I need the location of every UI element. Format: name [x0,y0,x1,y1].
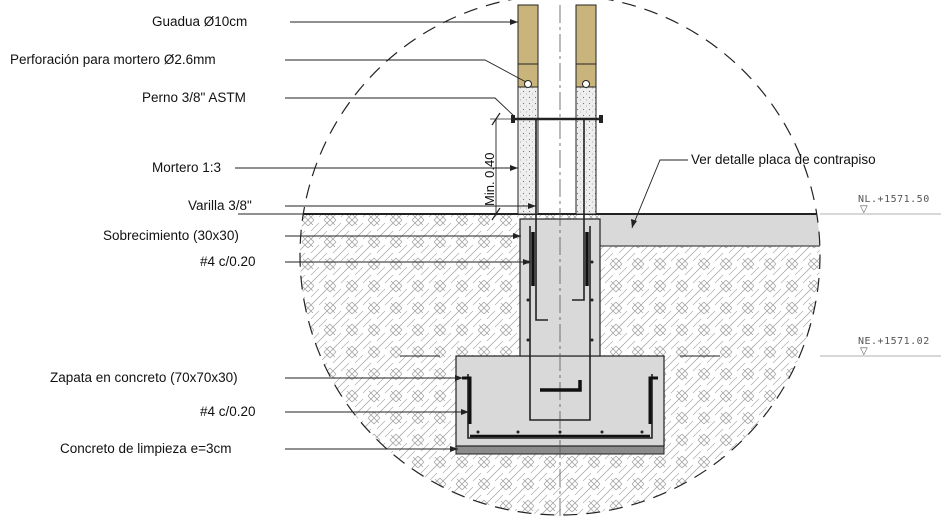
mortar-hole-right [582,80,590,88]
label-ref-4-upper: #4 c/0.20 [200,254,256,269]
footing-rebar-hook-right [648,376,658,424]
footing-rebar [467,374,653,439]
label-perforacion: Perforación para mortero Ø2.6mm [10,52,216,67]
leader-lines [235,21,688,450]
mortar-hole-left [524,80,532,88]
label-detalle-placa: Ver detalle placa de contrapiso [691,152,876,167]
dimension-tick-bottom [491,207,501,221]
label-zapata: Zapata en concreto (70x70x30) [50,370,238,385]
detail-circle [299,0,821,516]
footing-rebar-hook-left [462,376,472,424]
column-rebar-base [540,380,582,392]
level-lower-label: NE.+1571.02 [858,336,930,347]
dowel-left [535,119,548,321]
guadua-left-top [517,4,539,88]
bolt-nut-right [599,115,603,123]
floor-slab [600,214,820,246]
label-varilla: Varilla 3/8" [188,198,252,213]
dimension-min-height: Min. 0.40 [482,152,497,206]
dimension-tick-top [491,112,501,126]
level-lower-triangle-icon: ▽ [860,346,868,357]
label-ref-4-lower: #4 c/0.20 [200,404,256,419]
label-mortero: Mortero 1:3 [152,160,222,175]
label-guadua: Guadua Ø10cm [152,14,248,29]
guadua-right-top [575,4,597,88]
column-rebar [529,226,591,421]
label-sobrecimiento: Sobrecimiento (30x30) [103,228,239,243]
label-perno: Perno 3/8" ASTM [142,90,246,105]
leader-arrows [450,19,637,452]
stirrup-dots [476,260,644,434]
dowel-right [572,119,585,301]
level-upper-triangle-icon: ▽ [860,204,868,215]
level-upper-label: NL.+1571.50 [858,194,930,205]
label-concreto-limpieza: Concreto de limpieza e=3cm [60,441,232,456]
